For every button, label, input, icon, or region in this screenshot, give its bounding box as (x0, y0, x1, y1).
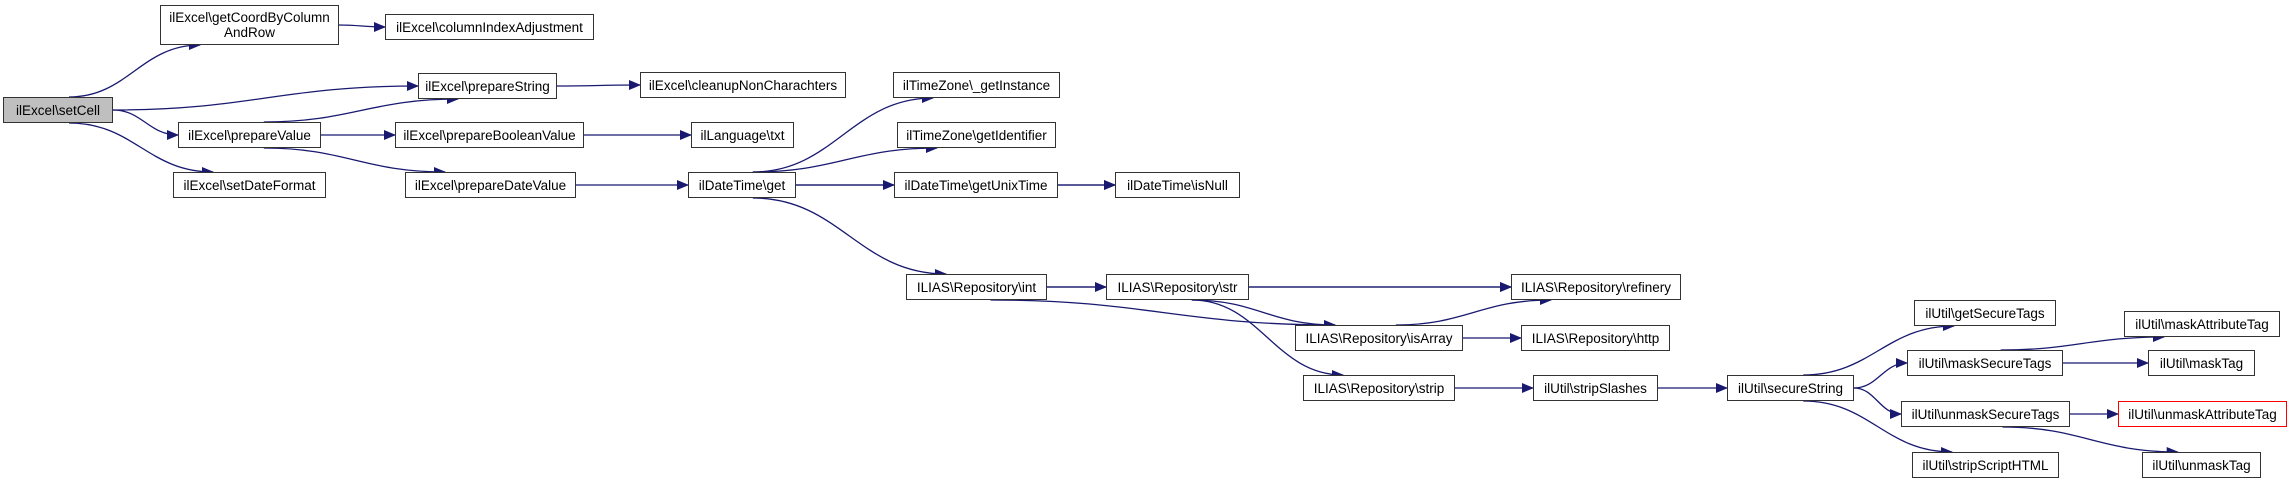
edge-secureString-to-maskSecureTags (1853, 358, 1908, 389)
node-repository-refinery[interactable]: ILIAS\Repository\refinery (1511, 274, 1681, 300)
edge-prepareString-to-cleanupNonCharachters (556, 80, 641, 91)
node-ilDateTime-isNull[interactable]: ilDateTime\isNull (1115, 172, 1240, 198)
edge-dtGet-to-tzGetIdentifier (752, 143, 938, 173)
node-ilUtil-unmaskAttributeTag[interactable]: ilUtil\unmaskAttributeTag (2118, 401, 2287, 427)
node-ilUtil-getSecureTags[interactable]: ilUtil\getSecureTags (1914, 300, 2056, 326)
edge-getCoordByColumnAndRow-to-columnIndexAdjustment (338, 21, 386, 32)
edge-setCell-to-getCoordByColumnAndRow (68, 40, 201, 98)
node-ilExcel-cleanupNonCharachters[interactable]: ilExcel\cleanupNonCharachters (640, 72, 846, 98)
edge-setCell-to-prepareValue (112, 109, 179, 140)
node-ilUtil-stripSlashes[interactable]: ilUtil\stripSlashes (1533, 375, 1658, 401)
node-repository-strip[interactable]: ILIAS\Repository\strip (1303, 375, 1455, 401)
edge-dtGet-to-tzGetInstance (752, 93, 934, 173)
node-ilUtil-maskAttributeTag[interactable]: ilUtil\maskAttributeTag (2124, 311, 2280, 337)
edge-repoStr-to-repoStrip (1191, 299, 1344, 380)
node-ilExcel-prepareDateValue[interactable]: ilExcel\prepareDateValue (405, 172, 576, 198)
node-ilDateTime-getUnixTime[interactable]: ilDateTime\getUnixTime (894, 172, 1058, 198)
edge-repoStr-to-repoIsArray (1191, 299, 1336, 330)
node-ilUtil-unmaskTag[interactable]: ilUtil\unmaskTag (2142, 452, 2261, 478)
edge-maskSecureTags-to-maskAttributeTag (2000, 332, 2165, 351)
node-ilLanguage-txt[interactable]: ilLanguage\txt (691, 122, 794, 148)
node-ilUtil-secureString[interactable]: ilUtil\secureString (1727, 375, 1854, 401)
node-ilUtil-stripScriptHTML[interactable]: ilUtil\stripScriptHTML (1912, 452, 2059, 478)
edge-setCell-to-setDateFormat (68, 122, 214, 177)
node-ilUtil-maskSecureTags[interactable]: ilUtil\maskSecureTags (1907, 350, 2063, 376)
node-ilUtil-unmaskSecureTags[interactable]: ilUtil\unmaskSecureTags (1901, 401, 2070, 427)
node-ilTimeZone-getIdentifier[interactable]: ilTimeZone\getIdentifier (897, 122, 1056, 148)
edge-repoIsArray-to-repoRefinery (1395, 295, 1552, 326)
edge-prepareValue-to-prepareString (263, 94, 459, 123)
node-ilTimeZone-getInstance[interactable]: ilTimeZone\_getInstance (893, 72, 1060, 98)
node-repository-isArray[interactable]: ILIAS\Repository\isArray (1295, 325, 1463, 351)
edge-secureString-to-unmaskSecureTags (1853, 387, 1902, 419)
edge-secureString-to-getSecureTags (1803, 321, 1955, 376)
node-repository-int[interactable]: ILIAS\Repository\int (906, 274, 1047, 300)
edge-dtGet-to-repoInt (752, 197, 947, 279)
node-repository-str[interactable]: ILIAS\Repository\str (1106, 274, 1249, 300)
edge-secureString-to-stripScriptHTML (1803, 400, 1953, 457)
node-repository-http[interactable]: ILIAS\Repository\http (1521, 325, 1670, 351)
edge-repoInt-to-repoIsArray (990, 299, 1336, 330)
node-ilExcel-getCoordByColumnAndRow[interactable]: ilExcel\getCoordByColumn AndRow (160, 5, 339, 45)
edge-setCell-to-prepareString (112, 81, 419, 111)
node-ilExcel-prepareString[interactable]: ilExcel\prepareString (418, 73, 557, 99)
edge-unmaskSecureTags-to-unmaskTag (2002, 426, 2179, 457)
node-ilExcel-setDateFormat[interactable]: ilExcel\setDateFormat (173, 172, 326, 198)
node-ilExcel-prepareBooleanValue[interactable]: ilExcel\prepareBooleanValue (395, 122, 584, 148)
node-ilExcel-columnIndexAdjustment[interactable]: ilExcel\columnIndexAdjustment (385, 14, 594, 40)
node-ilDateTime-get[interactable]: ilDateTime\get (688, 172, 796, 198)
edge-prepareValue-to-prepareDateValue (263, 147, 446, 177)
node-ilExcel-prepareValue[interactable]: ilExcel\prepareValue (178, 122, 321, 148)
node-ilExcel-setCell: ilExcel\setCell (3, 97, 113, 123)
node-ilUtil-maskTag[interactable]: ilUtil\maskTag (2148, 350, 2255, 376)
